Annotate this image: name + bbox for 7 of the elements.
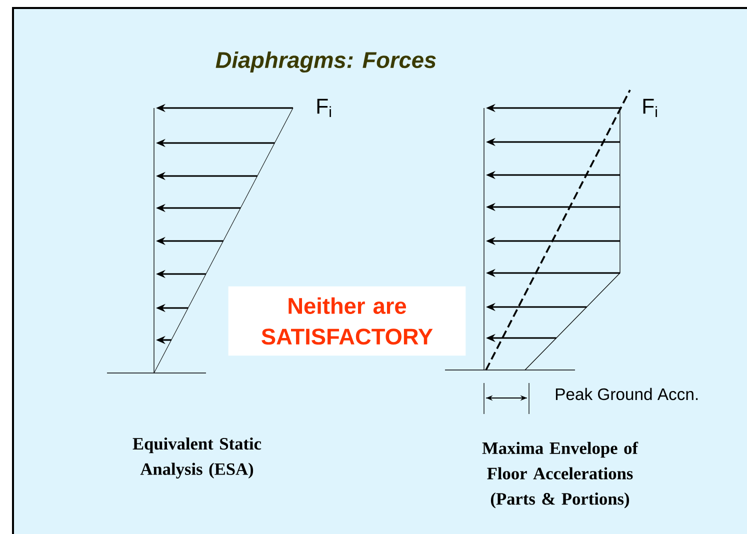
- caption: Maxima Envelope of Floor Accelerations (Parts & Portions): [482, 442, 638, 508]
- dimension-label: Peak Ground Accn.: [556, 388, 698, 400]
- force-label: F$_{i}$: [643, 98, 657, 118]
- title: Diaphragms: Forces: [216, 51, 436, 73]
- force-label: F$_{i}$: [317, 98, 331, 118]
- message-box: Neither are SATISFACTORY: [228, 286, 466, 356]
- caption: Equivalent Static Analysis (ESA): [132, 437, 262, 479]
